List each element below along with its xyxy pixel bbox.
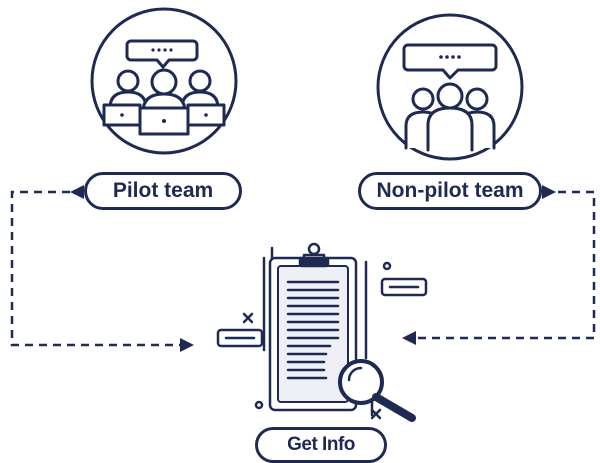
connector-pilot-to-info [10, 185, 194, 352]
connector-nonpilot-to-info [402, 185, 596, 345]
non-pilot-team-label: Non-pilot team [358, 172, 542, 210]
pilot-team-label: Pilot team [84, 172, 242, 210]
document-search-icon [216, 242, 428, 422]
team-with-laptops-icon [90, 7, 238, 155]
get-info-label: Get Info [255, 427, 387, 463]
group-discussion-icon [376, 13, 524, 161]
